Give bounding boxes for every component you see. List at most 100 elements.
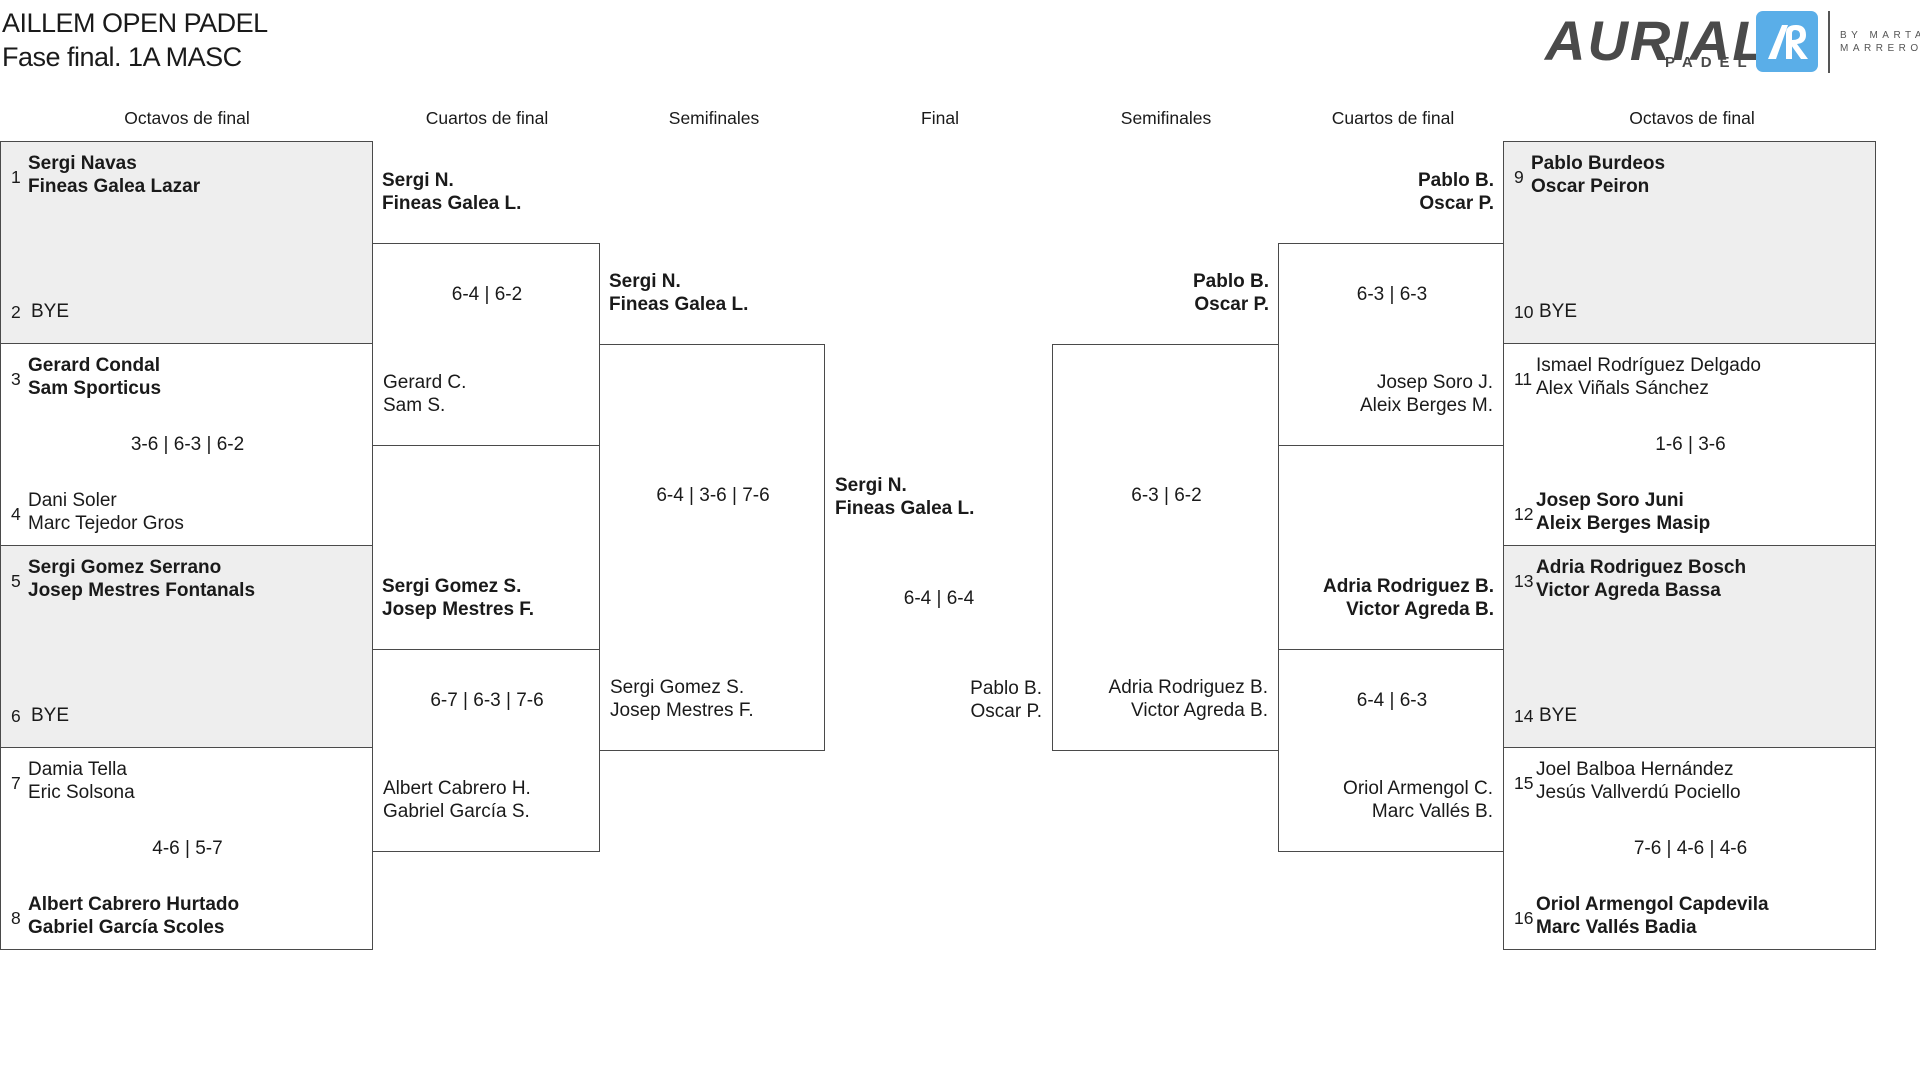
player-name: Sergi Gomez Serrano — [28, 557, 222, 578]
page-title: AILLEM OPEN PADEL — [2, 8, 268, 38]
player-name: Victor Agreda Bassa — [1536, 580, 1721, 601]
bye-label: BYE — [1539, 301, 1578, 322]
match-score: 6-4 | 3-6 | 7-6 — [656, 485, 770, 506]
player-name: Marc Vallés B. — [1371, 801, 1493, 822]
player-name: Sergi Gomez S. — [610, 677, 745, 698]
player-name: Eric Solsona — [28, 782, 135, 803]
sf-winner-name: Pablo B. — [1192, 271, 1269, 292]
match-score: 6-3 | 6-2 — [1131, 485, 1202, 506]
bye-label: BYE — [31, 705, 70, 726]
match-score: 6-3 | 6-3 — [1356, 284, 1428, 305]
seed-number: 9 — [1514, 167, 1524, 187]
player-name: Pablo Burdeos — [1531, 153, 1666, 174]
round-header: Semifinales — [668, 108, 760, 128]
round-header: Octavos de final — [1629, 108, 1755, 128]
round-header: Final — [921, 108, 959, 128]
player-name: Marc Vallés Badia — [1536, 917, 1697, 938]
final-winner-name: Sergi N. — [835, 475, 907, 496]
qf-winner-name: Oscar P. — [1419, 193, 1494, 214]
seed-number: 15 — [1514, 773, 1534, 793]
player-name: Gerard Condal — [28, 355, 160, 376]
qf-winner-name: Fineas Galea L. — [382, 193, 522, 214]
seed-number: 12 — [1514, 504, 1534, 524]
player-name: Gerard C. — [383, 372, 467, 393]
player-name: Oriol Armengol Capdevila — [1536, 894, 1769, 915]
player-name: Gabriel García Scoles — [28, 917, 225, 938]
logo-brand: AURIAL — [1545, 9, 1769, 72]
player-name: Marc Tejedor Gros — [28, 513, 184, 534]
qf-winner-name: Sergi Gomez S. — [382, 576, 522, 597]
logo-sub: PADEL — [1665, 54, 1755, 71]
player-name: Albert Cabrero H. — [383, 778, 531, 799]
seed-number: 14 — [1514, 706, 1534, 726]
round-header: Cuartos de final — [1331, 108, 1455, 128]
round-header: Cuartos de final — [425, 108, 549, 128]
player-name: Oscar P. — [970, 701, 1042, 722]
seed-number: 13 — [1514, 571, 1534, 591]
seed-number: 1 — [11, 167, 21, 187]
match-score: 6-4 | 6-2 — [451, 284, 523, 305]
qf-winner-name: Pablo B. — [1417, 170, 1494, 191]
logo-divider — [1828, 11, 1830, 73]
player-name: Adria Rodriguez B. — [1108, 677, 1268, 698]
seed-number: 2 — [11, 302, 21, 322]
player-name: Joel Balboa Hernández — [1536, 759, 1734, 780]
player-name: Albert Cabrero Hurtado — [28, 894, 240, 915]
player-name: Josep Mestres F. — [610, 700, 754, 721]
player-name: Josep Mestres Fontanals — [28, 580, 256, 601]
match-score: 4-6 | 5-7 — [152, 838, 223, 859]
player-name: Oscar Peiron — [1531, 176, 1650, 197]
round-header: Octavos de final — [124, 108, 250, 128]
sf-winner-name: Fineas Galea L. — [609, 294, 749, 315]
seed-number: 4 — [11, 504, 21, 524]
seed-number: 10 — [1514, 302, 1534, 322]
match-score: 1-6 | 3-6 — [1655, 434, 1726, 455]
logo-mark-icon — [1756, 11, 1818, 72]
seed-number: 5 — [11, 571, 21, 591]
seed-number: 8 — [11, 908, 21, 928]
bye-label: BYE — [31, 301, 70, 322]
player-name: Josep Soro J. — [1376, 372, 1493, 393]
player-name: Ismael Rodríguez Delgado — [1536, 355, 1761, 376]
final-score: 6-4 | 6-4 — [903, 588, 975, 609]
player-name: Victor Agreda B. — [1131, 700, 1268, 721]
seed-number: 11 — [1514, 369, 1533, 389]
player-name: Aleix Berges M. — [1359, 395, 1493, 416]
player-name: Adria Rodriguez Bosch — [1536, 557, 1747, 578]
aurial-logo: AURIAL PADEL BY MARTA MARRERO — [1545, 8, 1920, 78]
player-name: Fineas Galea Lazar — [28, 176, 201, 197]
match-score: 6-7 | 6-3 | 7-6 — [430, 690, 544, 711]
player-name: Sergi Navas — [28, 153, 137, 174]
sf-winner-name: Sergi N. — [609, 271, 681, 292]
seed-number: 3 — [11, 369, 21, 389]
final-winner-name: Fineas Galea L. — [835, 498, 975, 519]
round-header: Semifinales — [1120, 108, 1212, 128]
player-name: Pablo B. — [970, 678, 1042, 699]
player-name: Oriol Armengol C. — [1343, 778, 1493, 799]
qf-winner-name: Victor Agreda B. — [1346, 599, 1494, 620]
match-score: 6-4 | 6-3 — [1356, 690, 1428, 711]
player-name: Sam S. — [383, 395, 446, 416]
player-name: Josep Soro Juni — [1536, 490, 1684, 511]
sf-winner-name: Oscar P. — [1194, 294, 1269, 315]
match-score: 7-6 | 4-6 | 4-6 — [1633, 838, 1748, 859]
player-name: Dani Soler — [28, 490, 117, 511]
seed-number: 7 — [11, 773, 21, 793]
page-subtitle: Fase final. 1A MASC — [2, 42, 242, 72]
logo-by-line2: MARRERO — [1840, 43, 1920, 54]
match-score: 3-6 | 6-3 | 6-2 — [130, 434, 245, 455]
qf-winner-name: Adria Rodriguez B. — [1322, 576, 1494, 597]
